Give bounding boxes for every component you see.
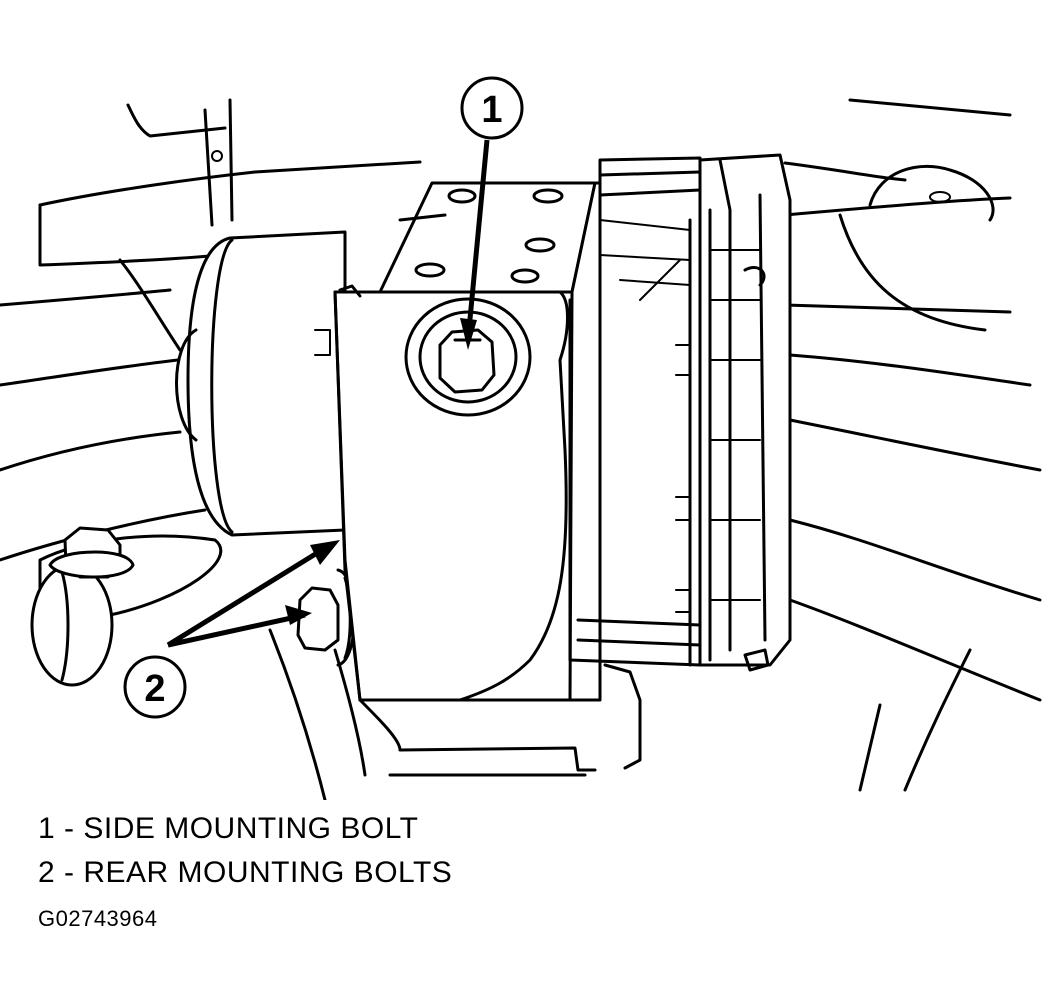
pump-motor	[175, 230, 347, 537]
abs-module-diagram: 1 2	[0, 76, 1042, 800]
figure-id: G02743964	[38, 906, 158, 931]
callout-2-leader	[166, 540, 340, 648]
callout-1-leader	[460, 139, 490, 350]
hydraulic-control-unit	[378, 181, 702, 702]
callout-1: 1	[460, 76, 524, 140]
callout-2-number: 2	[144, 668, 165, 710]
rear-bolt-head-left	[48, 526, 135, 579]
legend-item-rear-mounting-bolts: 2 - REAR MOUNTING BOLTS	[38, 856, 453, 889]
electronic-control-unit	[598, 153, 792, 672]
callout-2: 2	[123, 655, 187, 719]
rear-mount-area	[30, 526, 392, 687]
side-mounting-bolt	[404, 297, 532, 417]
callout-1-number: 1	[481, 89, 502, 131]
legend-item-side-mounting-bolt: 1 - SIDE MOUNTING BOLT	[38, 812, 419, 845]
